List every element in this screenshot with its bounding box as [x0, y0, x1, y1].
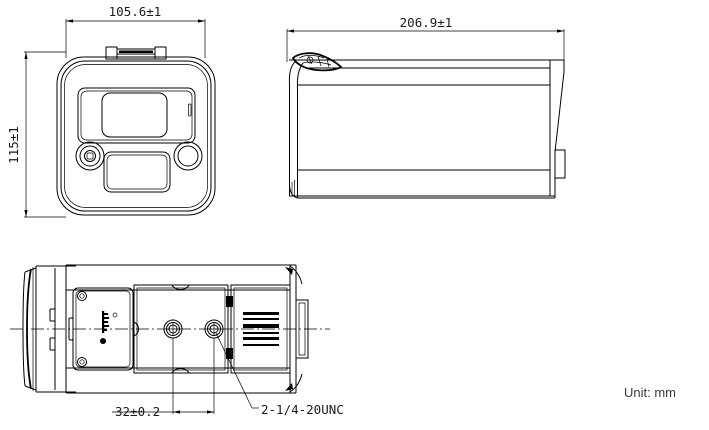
- bottom-view: [10, 265, 330, 414]
- front-height-dimension: [24, 52, 66, 217]
- tripod-thread-hole-2: [205, 320, 223, 338]
- front-height-label: 115±1: [6, 126, 21, 164]
- bottom-rear-cap: [285, 265, 308, 393]
- bottom-lens-module: [69, 288, 133, 370]
- front-view: [24, 19, 215, 217]
- unit-note-label: Unit: mm: [624, 385, 676, 400]
- tripod-thread-hole-1: [164, 320, 182, 338]
- side-length-dimension: [287, 29, 564, 62]
- thread-callout-label: 2-1/4-20UNC: [261, 402, 344, 417]
- side-body-outline: [289, 53, 565, 198]
- brand-logo-mark: [100, 311, 117, 344]
- bottom-sunshade-front: [23, 266, 36, 392]
- front-left-sensor: [76, 142, 104, 170]
- bottom-spacing-dimension: [112, 338, 214, 414]
- front-ir-panel: [104, 152, 170, 192]
- thread-callout-leader: [216, 333, 259, 408]
- bottom-spacing-label: 32±0.2: [115, 404, 160, 419]
- front-lens-window: [78, 88, 195, 143]
- front-width-dimension: [66, 19, 205, 58]
- front-right-sensor: [174, 142, 202, 170]
- bottom-mount-plate: [134, 285, 228, 373]
- front-top-bracket: [106, 47, 166, 59]
- rear-vent-stripes: [243, 312, 279, 346]
- side-length-label: 206.9±1: [400, 15, 453, 30]
- side-view: [287, 29, 565, 198]
- bottom-body-outline: [66, 265, 296, 393]
- front-housing-outline: [57, 57, 215, 215]
- bottom-shell-left: [36, 266, 290, 392]
- front-width-label: 105.6±1: [109, 4, 162, 19]
